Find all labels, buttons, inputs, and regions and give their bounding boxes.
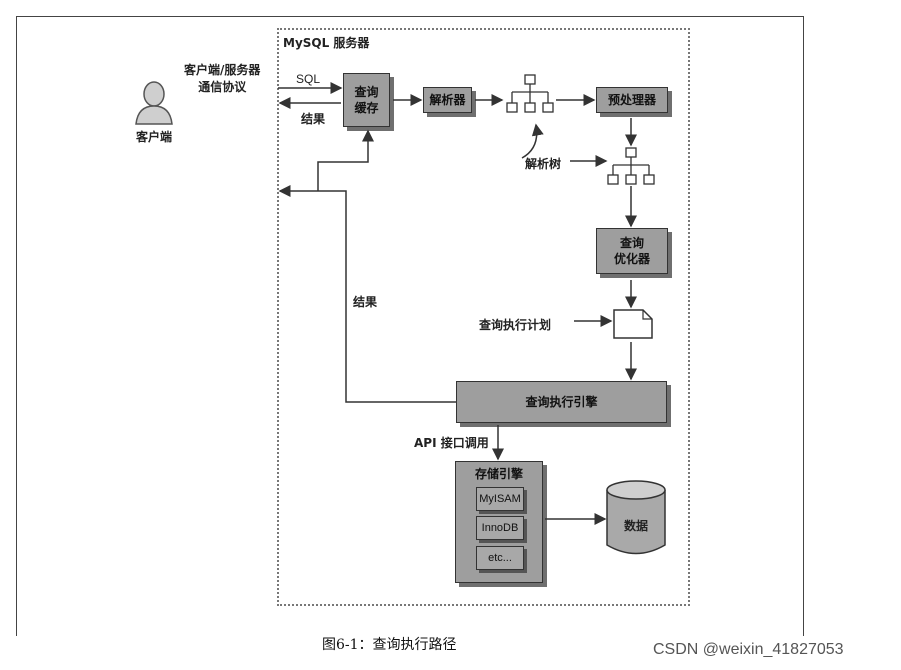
preprocessor-box: 预处理器: [596, 87, 668, 113]
execution-plan-label: 查询执行计划: [479, 318, 552, 332]
figure-caption: 图6-1：查询执行路径: [322, 637, 457, 653]
api-call-label: API 接口调用: [414, 436, 489, 450]
engine-innodb: InnoDB: [476, 516, 524, 540]
mysql-server-boundary: [277, 28, 690, 606]
sql-label: SQL: [296, 72, 321, 86]
figure-frame: [16, 16, 804, 636]
plan-document-icon: [613, 309, 653, 339]
credit-watermark: CSDN @weixin_41827053: [653, 641, 844, 658]
data-label: 数据: [624, 519, 649, 533]
server-label: MySQL 服务器: [283, 36, 370, 50]
engine-myisam: MyISAM: [476, 487, 524, 511]
engine-etc: etc...: [476, 546, 524, 570]
parse-tree-label: 解析树: [525, 157, 562, 171]
result-label-left: 结果: [353, 295, 378, 309]
storage-engine-label: 存储引擎: [474, 467, 523, 481]
protocol-label: 客户端/服务器 通信协议: [184, 63, 261, 94]
optimizer-box: 查询 优化器: [596, 228, 668, 274]
query-cache-box: 查询 缓存: [343, 73, 390, 127]
client-label: 客户端: [136, 130, 173, 144]
result-label-top: 结果: [301, 112, 326, 126]
database-cylinder-icon: [606, 480, 666, 555]
client-icon: [135, 81, 173, 125]
parser-box: 解析器: [423, 87, 472, 113]
execution-engine-box: 查询执行引擎: [456, 381, 667, 423]
